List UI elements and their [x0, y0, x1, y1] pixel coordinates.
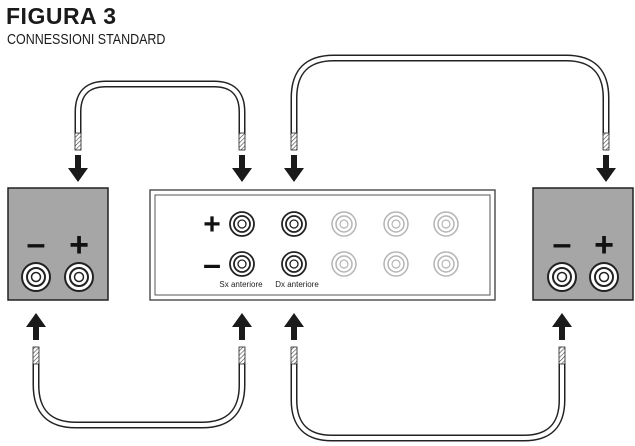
speaker-left-plus: +: [69, 226, 89, 264]
terminal-icon: [229, 211, 255, 237]
terminal-icon: [229, 251, 255, 277]
figure-subtitle: CONNESSIONI STANDARD: [7, 32, 166, 48]
panel-plus-sign: +: [203, 208, 221, 241]
wire-end: [32, 346, 40, 365]
speaker-left-minus: –: [27, 225, 46, 263]
wire-ends: [32, 132, 610, 365]
wire-end: [238, 346, 246, 365]
arrow-up-icon: [552, 313, 572, 340]
receiver-panel: + –: [149, 189, 496, 301]
arrow-up-icon: [26, 313, 46, 340]
cable-right-bottom: [290, 363, 566, 442]
figure-title: FIGURA 3: [6, 3, 117, 29]
terminal-icon: [589, 262, 619, 292]
terminal-icon: [281, 251, 307, 277]
arrow-down-icon: [596, 155, 616, 182]
terminal-icon: [21, 262, 51, 292]
wire-end: [290, 346, 298, 365]
terminal-icon: [547, 262, 577, 292]
wire-end: [602, 132, 610, 151]
wire-end: [290, 132, 298, 151]
wire-end: [238, 132, 246, 151]
terminal-icon: [383, 211, 409, 237]
speaker-right: – +: [532, 187, 634, 301]
terminal-icon: [383, 251, 409, 277]
terminal-icon: [64, 262, 94, 292]
arrow-down-icon: [284, 155, 304, 182]
cable-left-top: [74, 80, 246, 135]
panel-minus-sign: –: [203, 246, 221, 282]
cable-left-bottom: [32, 363, 246, 429]
wire-end: [74, 132, 82, 151]
arrow-up-icon: [284, 313, 304, 340]
arrow-down-icon: [232, 155, 252, 182]
label-right-front: Dx anteriore: [275, 280, 319, 289]
arrow-down-icon: [68, 155, 88, 182]
speaker-left: – +: [7, 187, 109, 301]
terminal-icon: [331, 251, 357, 277]
terminal-icon: [281, 211, 307, 237]
cable-right-top: [290, 54, 610, 135]
arrow-up-icon: [232, 313, 252, 340]
terminal-icon: [433, 251, 459, 277]
speaker-right-plus: +: [594, 226, 614, 264]
label-left-front: Sx anteriore: [219, 280, 263, 289]
speaker-right-minus: –: [553, 225, 572, 263]
terminal-icon: [433, 211, 459, 237]
terminal-icon: [331, 211, 357, 237]
wire-end: [558, 346, 566, 365]
